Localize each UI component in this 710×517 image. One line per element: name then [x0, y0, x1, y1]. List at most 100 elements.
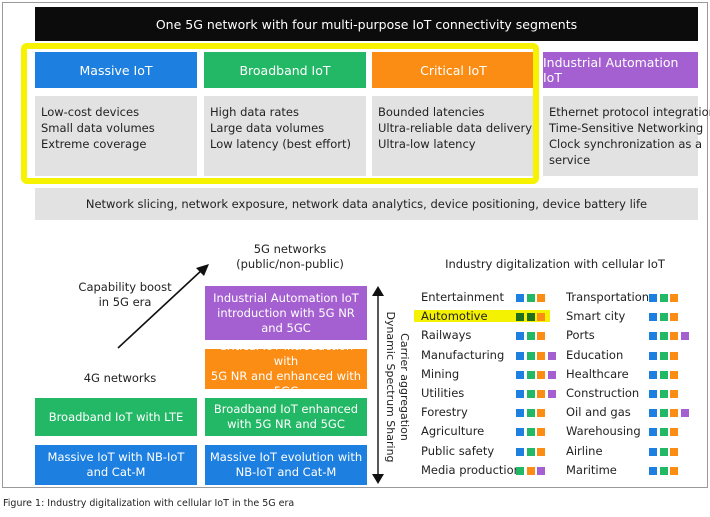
- segment-square-critical: [537, 390, 545, 398]
- segment-line: Clock synchronization as a: [549, 137, 703, 151]
- industry-name: Transportation: [566, 290, 650, 304]
- box-industrial-5g: Industrial Automation IoT introduction w…: [205, 286, 367, 340]
- segment-square-industrial: [537, 466, 545, 475]
- segment-square-massive: [649, 370, 657, 379]
- box-massive-5g: Massive IoT evolution with NB-IoT and Ca…: [205, 445, 367, 485]
- segment-header-broadband: Broadband IoT: [204, 52, 366, 88]
- segment-line: Low-cost devices: [41, 105, 140, 119]
- segment-line: Ultra-low latency: [378, 137, 476, 151]
- segment-square-massive: [649, 428, 657, 437]
- industry-name: Oil and gas: [566, 405, 631, 420]
- industry-name: Warehousing: [566, 424, 641, 439]
- segment-square-critical: [670, 370, 678, 379]
- segment-square-critical: [537, 294, 545, 302]
- segment-line: High data rates: [210, 105, 299, 119]
- industry-row: Manufacturing: [421, 348, 561, 364]
- segment-header-industrial: Industrial Automation IoT: [543, 52, 698, 88]
- segment-square-critical: [537, 409, 545, 418]
- industry-row: Public safety: [421, 444, 561, 460]
- industry-name: Maritime: [566, 462, 617, 477]
- box-line: NB-IoT and Cat-M: [235, 465, 337, 479]
- segment-square-critical: [670, 390, 678, 398]
- segment-square-broadband: [526, 370, 535, 379]
- segment-header-critical: Critical IoT: [372, 52, 535, 88]
- segment-square-broadband: [526, 390, 535, 398]
- segment-line: Ethernet protocol integration: [549, 105, 710, 119]
- industry-row: Maritime: [566, 463, 696, 479]
- segment-square-broadband: [659, 447, 668, 456]
- industry-name: Smart city: [566, 309, 626, 324]
- label-line: Capability boost: [78, 280, 172, 294]
- industry-name: Healthcare: [566, 366, 629, 381]
- segment-square-critical: [537, 351, 545, 360]
- box-line: and 5GC: [261, 320, 311, 335]
- industry-row: Oil and gas: [566, 405, 696, 421]
- industry-row: Healthcare: [566, 367, 696, 383]
- segment-square-broadband: [526, 332, 535, 341]
- segment-square-broadband: [659, 294, 668, 302]
- segment-square-critical: [537, 447, 545, 456]
- segment-square-broadband: [659, 409, 668, 418]
- box-line: Massive IoT evolution with: [209, 450, 363, 464]
- industry-name: Ports: [566, 328, 595, 343]
- segment-square-broadband: [526, 447, 535, 456]
- industry-name: Utilities: [421, 386, 465, 400]
- segment-square-massive: [649, 447, 657, 456]
- segment-square-dark_green: [526, 313, 535, 322]
- vertical-label-dss: Dynamic Spectrum Sharing: [384, 311, 397, 462]
- segment-square-critical: [526, 466, 535, 475]
- figure-caption: Figure 1: Industry digitalization with c…: [3, 498, 295, 509]
- segment-line: Large data volumes: [210, 121, 325, 135]
- box-line: 5G NR and enhanced with 5GC: [210, 369, 362, 398]
- segment-square-broadband: [659, 313, 668, 322]
- segment-square-broadband: [516, 466, 524, 475]
- industry-name: Forestry: [421, 405, 468, 420]
- segment-square-critical: [670, 313, 678, 322]
- segment-square-critical: [537, 428, 545, 437]
- industry-row: Transportation: [566, 290, 696, 306]
- box-line: and Cat-M: [86, 465, 146, 479]
- industry-row: Airline: [566, 444, 696, 460]
- box-massive-nbiot: Massive IoT with NB-IoT and Cat-M: [35, 445, 197, 485]
- industry-row: Agriculture: [421, 424, 561, 440]
- segment-square-industrial: [547, 390, 556, 398]
- segment-square-industrial: [547, 370, 556, 379]
- box-broadband-5g: Broadband IoT enhanced with 5G NR and 5G…: [205, 398, 367, 436]
- segment-square-broadband: [659, 466, 668, 475]
- segment-square-massive: [649, 351, 657, 360]
- label-capability-boost: Capability boost in 5G era: [70, 280, 180, 310]
- vertical-label-ca: Carrier aggregation: [398, 333, 410, 441]
- segment-square-massive: [649, 466, 657, 475]
- segment-square-broadband: [659, 351, 668, 360]
- segment-square-broadband: [659, 390, 668, 398]
- segment-square-industrial: [680, 409, 689, 418]
- segment-square-critical: [537, 332, 545, 341]
- industry-title: Industry digitalization with cellular Io…: [445, 257, 665, 271]
- label-4g-networks: 4G networks: [83, 371, 157, 385]
- box-broadband-lte: Broadband IoT with LTE: [35, 398, 197, 436]
- industry-name: Construction: [566, 386, 640, 400]
- industry-row: Education: [566, 348, 696, 364]
- industry-row: Media production: [421, 463, 561, 479]
- figure-frame: [2, 2, 708, 488]
- segment-square-massive: [649, 332, 657, 341]
- segment-body-broadband: High data rates Large data volumes Low l…: [204, 96, 366, 176]
- box-line: Critical IoT introduction with: [218, 339, 354, 368]
- industry-name: Mining: [421, 366, 460, 381]
- segment-square-critical: [670, 428, 678, 437]
- segment-line: Ultra-reliable data delivery: [378, 121, 532, 135]
- industry-row: Automotive: [421, 309, 561, 325]
- segment-square-massive: [516, 428, 524, 437]
- industry-name: Public safety: [421, 443, 495, 458]
- segment-square-massive: [649, 313, 657, 322]
- label-line: 5G networks: [253, 242, 327, 256]
- segment-square-massive: [516, 351, 524, 360]
- industry-row: Utilities: [421, 386, 561, 402]
- industry-name: Railways: [421, 328, 472, 343]
- segment-square-broadband: [659, 428, 668, 437]
- box-line: Massive IoT with NB-IoT: [47, 450, 185, 464]
- common-features-bar: Network slicing, network exposure, netwo…: [35, 188, 698, 220]
- industry-name: Airline: [566, 443, 603, 458]
- industry-name: Media production: [421, 462, 521, 477]
